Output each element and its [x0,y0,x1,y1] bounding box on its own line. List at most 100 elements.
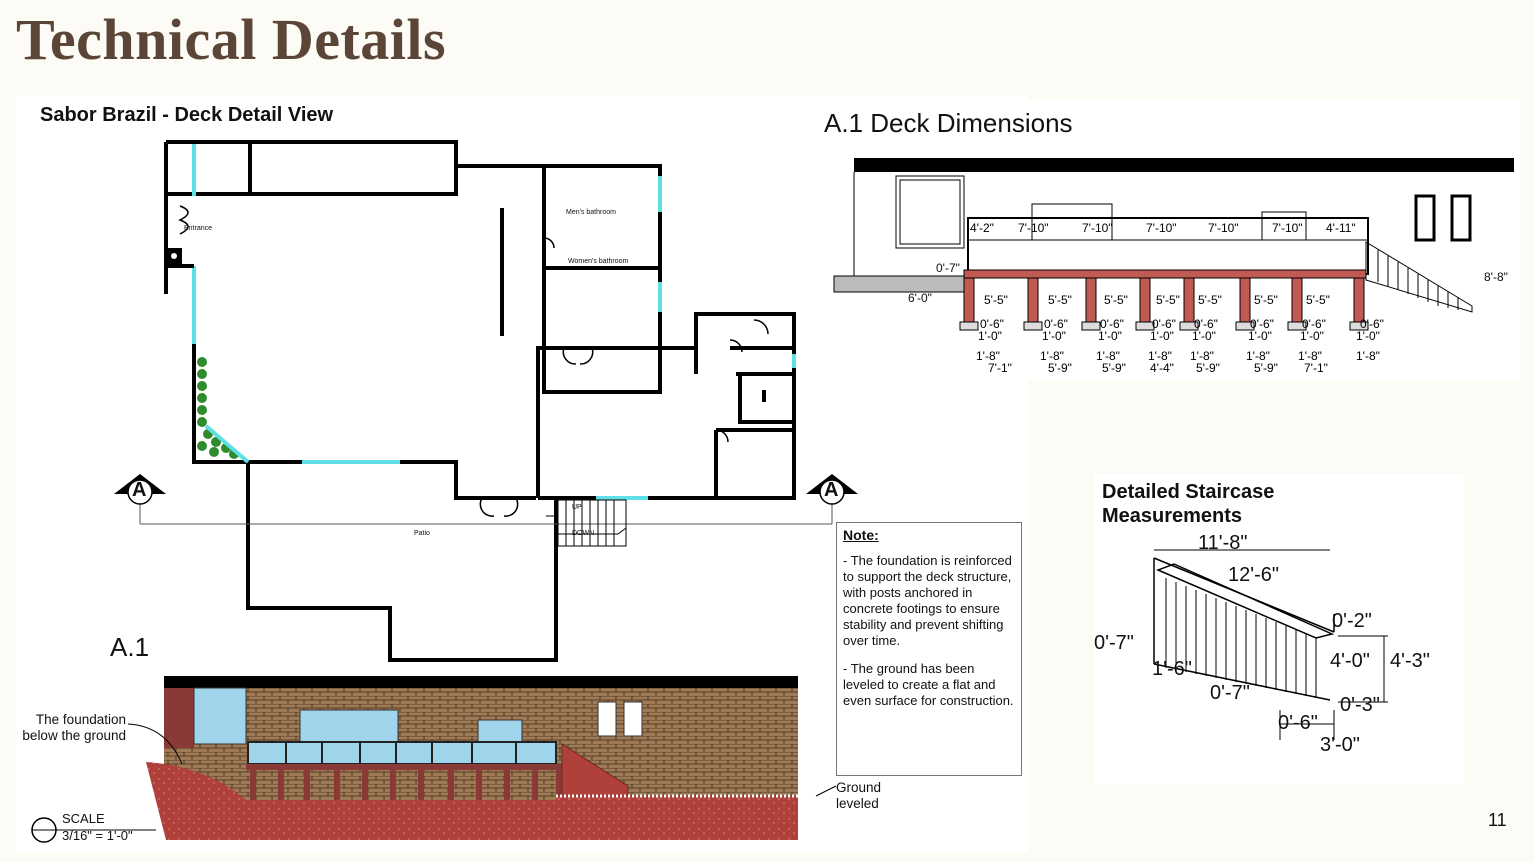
elevation-drawing [31,676,837,843]
bottom-span-label: 5'-9" [1254,361,1278,375]
note-title: Note: [843,527,879,543]
slide-title: Technical Details [16,7,447,72]
note-item: - The ground has been leveled to create … [843,661,1014,708]
top-span-label: 7'-10" [1272,221,1303,235]
post-height-label: 5'-5" [1198,293,1222,307]
footing-width-label: 1'-0" [1150,329,1174,343]
stair-footing-label: 0'-6" [1278,712,1318,734]
post-height-label: 5'-5" [1104,293,1128,307]
ground-label: Ground leveled [836,780,882,811]
footing-total-label: 1'-8" [1298,349,1322,363]
top-span-label: 4'-11" [1326,221,1356,235]
footing-total-label: 1'-8" [1096,349,1120,363]
page-number: 11 [1488,810,1507,830]
top-span-label: 7'-10" [1018,221,1049,235]
patio-label: Patio [414,530,430,537]
bottom-span-label: 7'-1" [1304,361,1328,375]
post-height-label: 5'-5" [1254,293,1278,307]
mens-bathroom-label: Men's bathroom [566,209,616,216]
post-footing [1179,321,1199,331]
scale-value: 3/16" = 1'-0" [62,828,133,843]
stair-tread-label: 1'-6" [1152,658,1192,680]
stair-height-label: 8'-8" [1484,270,1508,284]
post-footing [1081,321,1101,331]
top-span-label: 7'-10" [1082,221,1113,235]
rail-height-label: 0'-7" [936,261,960,275]
staircase-drawing [1153,549,1388,740]
stair-top-offset-label: 0'-2" [1332,610,1372,632]
footing-depth-label: 0'-6" [980,317,1004,331]
elevation-title: A.1 [110,632,150,662]
deck-post [1027,277,1039,323]
post-footing [1023,321,1043,331]
note-item: - The foundation is reinforced to suppor… [843,553,1012,648]
bottom-span-label: 5'-9" [1102,361,1126,375]
floor-plan-drawing [114,140,858,662]
top-span-label: 4'-2" [970,221,994,235]
footing-total-label: 1'-8" [1148,349,1172,363]
footing-width-label: 1'-0" [1356,329,1380,343]
deck-post [1353,277,1365,323]
bottom-span-label: 5'-9" [1196,361,1220,375]
section-marker-right: A [824,479,839,501]
stair-down-label: DOWN [572,530,595,537]
deck-post [1291,277,1303,323]
footing-width-label: 1'-0" [1300,329,1324,343]
foundation-label: The foundation below the ground [22,712,126,743]
bottom-span-label: 4'-4" [1150,361,1174,375]
stair-rail-label: 0'-7" [1094,632,1134,654]
footing-total-label: 1'-8" [1356,349,1380,363]
bottom-span-label: 7'-1" [988,361,1012,375]
deck-dimensions-drawing: 4'-2" 7'-10" 7'-10" 7'-10" 7'-10" 7'-10" 4'-11… [833,158,1514,375]
stair-rise-label: 4'-0" [1330,650,1370,672]
stair-diagonal-label: 12'-6" [1228,564,1279,586]
post-height-label: 5'-5" [1156,293,1180,307]
stair-base-label: 0'-3" [1340,694,1380,716]
post-footing [959,321,979,331]
stair-up-label: UP [572,504,582,511]
deck-post [1085,277,1097,323]
staircase-panel: Detailed Staircase Measurements [1094,474,1464,784]
stair-riser-label: 0'-7" [1210,682,1250,704]
footing-depth-label: 0'-6" [1152,317,1176,331]
footing-total-label: 1'-8" [1190,349,1214,363]
footing-width-label: 1'-0" [1248,329,1272,343]
top-span-label: 7'-10" [1208,221,1239,235]
stair-total-rise-label: 4'-3" [1390,650,1430,672]
deck-height-label: 6'-0" [908,291,932,305]
post-footing [1349,321,1369,331]
floor-plan-title: Sabor Brazil - Deck Detail View [40,104,334,126]
deck-post [963,277,975,323]
post-height-label: 5'-5" [984,293,1008,307]
footing-depth-label: 0'-6" [1250,317,1274,331]
footing-total-label: 1'-8" [1246,349,1270,363]
deck-dimensions-panel: A.1 Deck Dimensions 4'-2"7'-10"7'-10"7'-… [812,100,1520,380]
footing-depth-label: 0'-6" [1302,317,1326,331]
stair-run-label: 11'-8" [1198,532,1248,554]
stair-width-label: 3'-0" [1320,734,1360,756]
womens-bathroom-label: Women's bathroom [568,258,629,265]
post-height-label: 5'-5" [1306,293,1330,307]
deck-post [1183,277,1195,323]
footing-depth-label: 0'-6" [1194,317,1218,331]
footing-total-label: 1'-8" [976,349,1000,363]
deck-post [1239,277,1251,323]
footing-width-label: 1'-0" [978,329,1002,343]
post-footing [1135,321,1155,331]
footing-width-label: 1'-0" [1042,329,1066,343]
staircase-title: Detailed Staircase Measurements [1102,481,1275,527]
bottom-span-label: 5'-9" [1048,361,1072,375]
post-height-label: 5'-5" [1048,293,1072,307]
footing-total-label: 1'-8" [1040,349,1064,363]
footing-width-label: 1'-0" [1098,329,1122,343]
note-box: Note: - The foundation is reinforced to … [836,522,1022,776]
post-footing [1235,321,1255,331]
scale-label: SCALE [62,811,105,826]
top-span-label: 7'-10" [1146,221,1177,235]
footing-depth-label: 0'-6" [1044,317,1068,331]
footing-depth-label: 0'-6" [1360,317,1384,331]
footing-width-label: 1'-0" [1192,329,1216,343]
deck-post [1139,277,1151,323]
entrance-label: Entrance [184,225,213,232]
footing-depth-label: 0'-6" [1100,317,1124,331]
